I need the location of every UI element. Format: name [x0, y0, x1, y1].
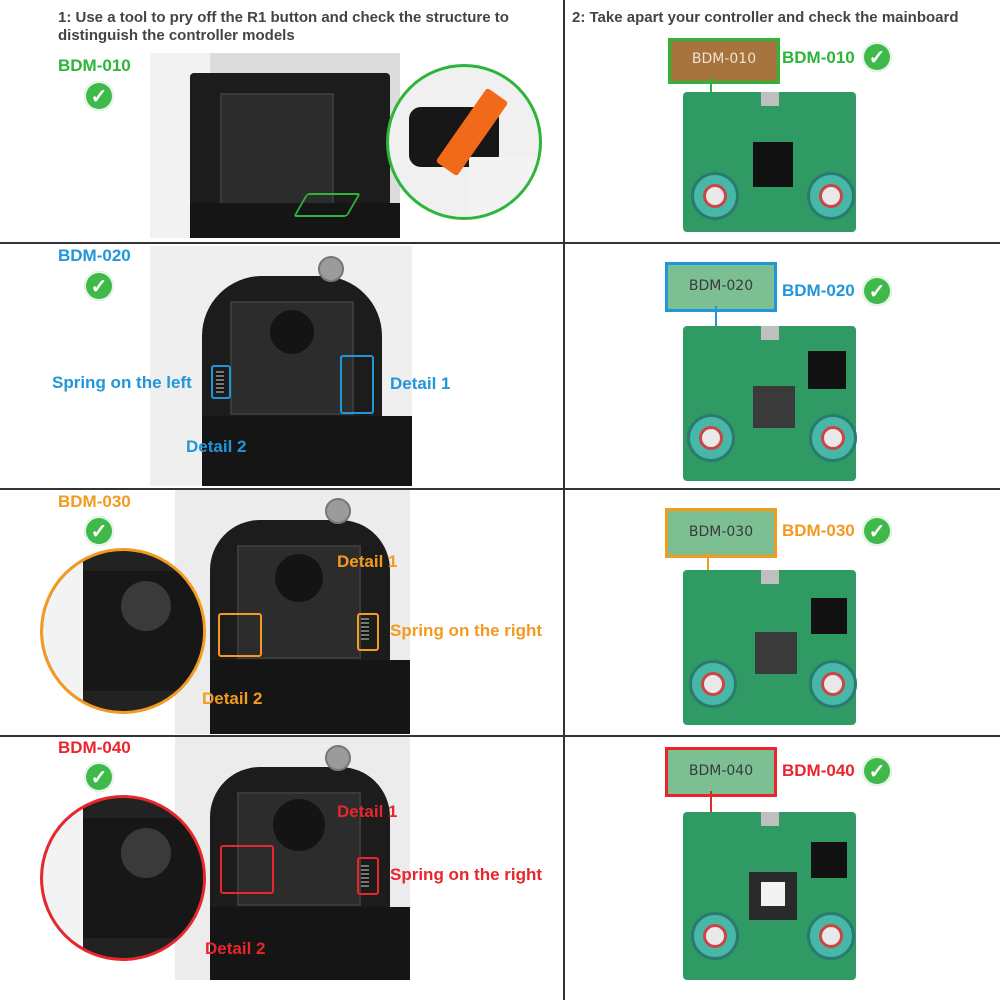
model-label-bdm-030: BDM-030	[58, 492, 131, 511]
checkmark-circle-icon: ✓	[84, 81, 114, 111]
zoom-circle-bdm-030	[40, 548, 206, 714]
board-label-bdm-010: BDM-010	[782, 48, 855, 67]
board-tag-text: BDM-020	[688, 278, 754, 294]
row-divider-2	[0, 488, 1000, 490]
callout-detail-2: Detail 2	[186, 437, 247, 456]
checkmark-circle-icon: ✓	[862, 516, 892, 546]
board-tag-bdm-030: BDM-030	[665, 508, 777, 558]
detail1-highlight-box	[340, 355, 374, 414]
detail1-highlight-box	[357, 613, 379, 651]
column-divider	[563, 0, 565, 1000]
model-label-bdm-040: BDM-040	[58, 738, 131, 757]
board-label-bdm-030: BDM-030	[782, 521, 855, 540]
checkmark-circle-icon: ✓	[862, 756, 892, 786]
callout-spring-side: Spring on the left	[52, 373, 192, 392]
checkmark-circle-icon: ✓	[862, 276, 892, 306]
mainboard-photo-bdm-030	[683, 570, 857, 725]
spring-highlight-box	[211, 365, 231, 399]
model-label-bdm-010: BDM-010	[58, 56, 131, 75]
mainboard-photo-bdm-010	[683, 92, 856, 232]
callout-detail-1: Detail 1	[390, 374, 451, 393]
callout-spring-side: Spring on the right	[390, 621, 543, 640]
board-tag-bdm-020: BDM-020	[665, 262, 777, 312]
step2-header: 2: Take apart your controller and check …	[572, 9, 959, 26]
r1-structure-photo-bdm-010	[150, 53, 400, 238]
callout-detail-1: Detail 1	[337, 802, 398, 821]
row-divider-3	[0, 735, 1000, 737]
mainboard-photo-bdm-040	[683, 812, 856, 980]
r1-structure-photo-bdm-030	[175, 490, 410, 734]
callout-detail-2: Detail 2	[202, 689, 263, 708]
tag-leader-line	[707, 552, 709, 572]
detail2-highlight-box	[218, 613, 262, 657]
r1-structure-photo-bdm-020	[150, 246, 412, 486]
model-label-bdm-020: BDM-020	[58, 246, 131, 265]
callout-detail-1: Detail 1	[337, 552, 398, 571]
board-label-bdm-040: BDM-040	[782, 761, 855, 780]
detail2-highlight-box	[220, 845, 274, 894]
detail1-highlight-box	[357, 857, 379, 895]
callout-detail-2: Detail 2	[205, 939, 266, 958]
zoom-circle-bdm-040	[40, 795, 206, 961]
tag-leader-line	[710, 791, 712, 813]
callout-spring-side: Spring on the right	[390, 865, 543, 884]
board-tag-text: BDM-010	[691, 51, 757, 67]
row-divider-1	[0, 242, 1000, 244]
board-tag-bdm-010: BDM-010	[668, 38, 780, 84]
board-tag-text: BDM-030	[688, 524, 754, 540]
board-tag-bdm-040: BDM-040	[665, 747, 777, 797]
board-tag-text: BDM-040	[688, 763, 754, 779]
step1-header: 1: Use a tool to pry off the R1 button a…	[58, 9, 509, 44]
checkmark-circle-icon: ✓	[84, 271, 114, 301]
mainboard-photo-bdm-020	[683, 326, 857, 481]
board-label-bdm-020: BDM-020	[782, 281, 855, 300]
zoom-circle-bdm-010	[386, 64, 542, 220]
checkmark-circle-icon: ✓	[84, 762, 114, 792]
checkmark-circle-icon: ✓	[84, 516, 114, 546]
checkmark-circle-icon: ✓	[862, 42, 892, 72]
